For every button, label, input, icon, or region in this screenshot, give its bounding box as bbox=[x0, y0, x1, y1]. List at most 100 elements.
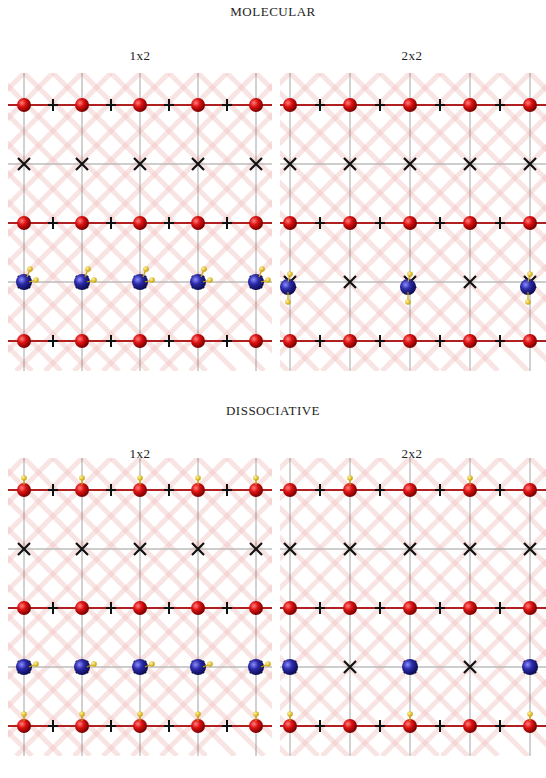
metal-cross-small bbox=[435, 99, 445, 111]
hydrogen-atom bbox=[407, 711, 413, 717]
panel-label: 1x2 bbox=[130, 48, 151, 64]
hydrogen-atom bbox=[85, 266, 91, 272]
metal-cross-small bbox=[222, 602, 232, 614]
metal-cross bbox=[464, 158, 476, 170]
oxygen-atom bbox=[191, 334, 205, 348]
octahedron-edge bbox=[190, 458, 272, 756]
hydrogen-atom bbox=[149, 661, 155, 667]
octahedron-edge bbox=[280, 73, 546, 371]
metal-cross-small bbox=[48, 720, 58, 732]
oxygen-atom bbox=[343, 483, 357, 497]
oxygen-atom bbox=[133, 334, 147, 348]
panel-label: 1x2 bbox=[130, 446, 151, 462]
hydrogen-atom bbox=[91, 277, 97, 283]
hydrogen-atom bbox=[79, 475, 85, 481]
oxygen-atom bbox=[191, 216, 205, 230]
oxygen-atom bbox=[191, 719, 205, 733]
surface-panel bbox=[280, 73, 546, 371]
metal-cross bbox=[464, 276, 476, 288]
oxygen-atom bbox=[283, 334, 297, 348]
hydrogen-atom bbox=[265, 277, 271, 283]
metal-cross-small bbox=[222, 335, 232, 347]
metal-cross-small bbox=[495, 99, 505, 111]
metal-cross-small bbox=[48, 484, 58, 496]
metal-cross bbox=[76, 158, 88, 170]
metal-cross bbox=[18, 543, 30, 555]
hydrogen-atom bbox=[527, 711, 533, 717]
oxygen-atom bbox=[463, 601, 477, 615]
oxygen-atom bbox=[403, 719, 417, 733]
hydrogen-atom bbox=[285, 299, 291, 305]
metal-cross bbox=[284, 543, 296, 555]
surface-panel bbox=[8, 73, 272, 371]
oxygen-atom bbox=[17, 601, 31, 615]
metal-cross-small bbox=[315, 720, 325, 732]
metal-cross bbox=[524, 543, 536, 555]
oxygen-atom bbox=[523, 601, 537, 615]
oxygen-atom bbox=[343, 216, 357, 230]
oxygen-atom bbox=[75, 334, 89, 348]
metal-cross-small bbox=[48, 99, 58, 111]
octahedron-edge bbox=[280, 458, 546, 756]
oxygen-atom bbox=[463, 334, 477, 348]
metal-cross-small bbox=[495, 335, 505, 347]
metal-cross-small bbox=[222, 484, 232, 496]
hydrogen-atom bbox=[253, 711, 259, 717]
metal-cross bbox=[464, 661, 476, 673]
metal-cross bbox=[134, 158, 146, 170]
oxygen-atom bbox=[249, 483, 263, 497]
oxygen-atom bbox=[17, 719, 31, 733]
metal-cross-small bbox=[495, 602, 505, 614]
metal-cross bbox=[284, 158, 296, 170]
water-oxygen bbox=[402, 659, 418, 675]
metal-cross bbox=[344, 276, 356, 288]
metal-cross bbox=[524, 158, 536, 170]
oxygen-atom bbox=[17, 483, 31, 497]
bond-row bbox=[280, 548, 546, 550]
metal-cross bbox=[404, 158, 416, 170]
oxygen-atom bbox=[463, 719, 477, 733]
oxygen-atom bbox=[17, 98, 31, 112]
metal-cross-small bbox=[222, 217, 232, 229]
metal-cross bbox=[250, 158, 262, 170]
oxygen-atom bbox=[403, 216, 417, 230]
metal-cross-small bbox=[435, 720, 445, 732]
hydrogen-atom bbox=[527, 271, 533, 277]
metal-cross-small bbox=[164, 335, 174, 347]
oxygen-atom bbox=[403, 334, 417, 348]
metal-cross-small bbox=[495, 720, 505, 732]
bond-row bbox=[280, 163, 546, 165]
oxygen-atom bbox=[133, 601, 147, 615]
hydrogen-atom bbox=[407, 271, 413, 277]
metal-cross-small bbox=[495, 217, 505, 229]
oxygen-atom bbox=[17, 216, 31, 230]
oxygen-atom bbox=[523, 334, 537, 348]
metal-cross-small bbox=[164, 217, 174, 229]
metal-cross-small bbox=[315, 484, 325, 496]
metal-cross-small bbox=[435, 217, 445, 229]
hydrogen-atom bbox=[287, 711, 293, 717]
metal-cross-small bbox=[106, 335, 116, 347]
oxygen-atom bbox=[463, 483, 477, 497]
oxygen-atom bbox=[75, 601, 89, 615]
oxygen-atom bbox=[283, 483, 297, 497]
oxygen-atom bbox=[133, 483, 147, 497]
metal-cross-small bbox=[375, 602, 385, 614]
oxygen-atom bbox=[523, 98, 537, 112]
metal-cross-small bbox=[375, 99, 385, 111]
metal-cross bbox=[344, 543, 356, 555]
metal-cross bbox=[464, 543, 476, 555]
hydrogen-atom bbox=[467, 475, 473, 481]
metal-cross bbox=[404, 543, 416, 555]
metal-cross-small bbox=[315, 99, 325, 111]
oxygen-atom bbox=[283, 719, 297, 733]
oxygen-atom bbox=[75, 98, 89, 112]
oxygen-atom bbox=[249, 719, 263, 733]
oxygen-atom bbox=[283, 601, 297, 615]
oxygen-atom bbox=[191, 98, 205, 112]
hydrogen-atom bbox=[27, 266, 33, 272]
metal-cross-small bbox=[106, 484, 116, 496]
oxygen-atom bbox=[283, 216, 297, 230]
hydrogen-atom bbox=[207, 277, 213, 283]
